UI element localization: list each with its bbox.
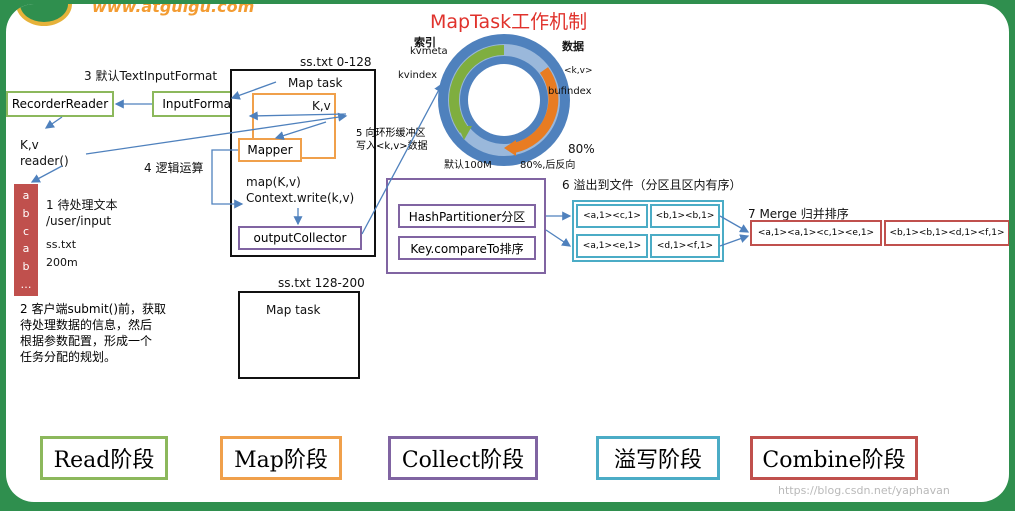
step2-line: 任务分配的规划。 bbox=[20, 350, 117, 364]
map-task2-box bbox=[238, 291, 360, 379]
input-format-label: InputFormat bbox=[162, 97, 236, 111]
output-collector-label: outputCollector bbox=[253, 231, 347, 245]
ring-default-size: 默认100M bbox=[444, 160, 492, 171]
flow-arrows bbox=[30, 81, 750, 247]
step3-label: 3 默认TextInputFormat bbox=[84, 69, 218, 83]
kv-inner-label: K,v bbox=[312, 99, 331, 113]
step2-line: 待处理数据的信息，然后 bbox=[20, 318, 153, 332]
step4-label: 4 逻辑运算 bbox=[144, 161, 204, 175]
watermark: https://blog.csdn.net/yaphavan bbox=[778, 484, 950, 497]
spill-cell-text: <d,1><f,1> bbox=[656, 241, 714, 251]
map-call-label: map(K,v) bbox=[246, 175, 301, 189]
partitioner-label: HashPartitioner分区 bbox=[408, 209, 526, 224]
partitioner-box: HashPartitioner分区 bbox=[398, 204, 536, 228]
merged-cell: <a,1><a,1><c,1><e,1> bbox=[750, 220, 882, 246]
merged-cell-text: <b,1><b,1><d,1><f,1> bbox=[889, 228, 1005, 238]
stage-map-label: Map阶段 bbox=[234, 448, 328, 473]
step1-path: /user/input bbox=[46, 214, 112, 228]
ring-data-label: 数据 bbox=[562, 40, 584, 53]
ring-percent: 80% bbox=[568, 142, 595, 156]
input-cell: c bbox=[22, 224, 30, 238]
context-write-label: Context.write(k,v) bbox=[246, 191, 355, 205]
mapper-box: Mapper bbox=[238, 138, 302, 162]
step2-text: 2 客户端submit()前，获取 待处理数据的信息，然后 根据参数配置，形成一… bbox=[20, 301, 166, 365]
stage-collect-label: Collect阶段 bbox=[401, 448, 525, 473]
step2-line: 2 客户端submit()前，获取 bbox=[20, 302, 167, 316]
step7-label: 7 Merge 归并排序 bbox=[748, 207, 849, 221]
mapper-label: Mapper bbox=[247, 143, 293, 157]
spill-cell: <d,1><f,1> bbox=[650, 234, 720, 258]
spill-cell-text: <a,1><c,1> bbox=[583, 211, 641, 221]
ring-buffer-diagram bbox=[438, 34, 570, 166]
reader-label: reader() bbox=[20, 154, 69, 168]
merged-cell: <b,1><b,1><d,1><f,1> bbox=[884, 220, 1009, 246]
step1-file: ss.txt bbox=[46, 238, 77, 251]
recorder-reader-label: RecorderReader bbox=[11, 97, 109, 111]
stage-spill: 溢写阶段 bbox=[596, 436, 720, 480]
recorder-reader-box: RecorderReader bbox=[6, 91, 114, 117]
input-cell: b bbox=[22, 206, 30, 220]
step5-line: 5 向环形缓冲区 bbox=[356, 128, 426, 139]
ring-bufindex: bufindex bbox=[548, 86, 592, 97]
ring-kv: <k,v> bbox=[564, 66, 593, 76]
spill-cell: <b,1><b,1> bbox=[650, 204, 720, 228]
stage-read: Read阶段 bbox=[40, 436, 168, 480]
ring-index-label: 索引 bbox=[414, 36, 436, 49]
stage-read-label: Read阶段 bbox=[53, 448, 155, 473]
merged-cell-text: <a,1><a,1><c,1><e,1> bbox=[757, 228, 875, 238]
split2-label: ss.txt 128-200 bbox=[278, 276, 365, 290]
slide: www.atguigu.com MapTask工作机制 索引 kvmeta kv… bbox=[6, 4, 1009, 502]
map-task2-label: Map task bbox=[266, 303, 321, 317]
input-cell: a bbox=[22, 188, 30, 202]
stage-spill-label: 溢写阶段 bbox=[613, 448, 702, 473]
input-cell: a bbox=[22, 242, 30, 256]
spill-cell: <a,1><c,1> bbox=[576, 204, 648, 228]
split1-label: ss.txt 0-128 bbox=[300, 55, 372, 69]
map-task-label: Map task bbox=[288, 76, 343, 90]
input-cell: b bbox=[22, 260, 30, 274]
ring-reverse-note: 80%,后反向 bbox=[520, 160, 576, 171]
stage-combine-label: Combine阶段 bbox=[762, 448, 906, 473]
step5-line: 写入<k,v>数据 bbox=[356, 141, 428, 152]
compare-label: Key.compareTo排序 bbox=[410, 241, 524, 256]
ring-kvindex: kvindex bbox=[398, 70, 438, 81]
step1-label: 1 待处理文本 bbox=[46, 198, 118, 212]
step1-size: 200m bbox=[46, 256, 78, 269]
spill-cell-text: <a,1><e,1> bbox=[582, 241, 642, 251]
spill-cell-text: <b,1><b,1> bbox=[655, 211, 715, 221]
step6-label: 6 溢出到文件（分区且区内有序） bbox=[562, 178, 742, 192]
stage-collect: Collect阶段 bbox=[388, 436, 538, 480]
page-title: MapTask工作机制 bbox=[430, 11, 588, 33]
step5-text: 5 向环形缓冲区 写入<k,v>数据 bbox=[356, 127, 428, 153]
stage-map: Map阶段 bbox=[220, 436, 342, 480]
stage-combine: Combine阶段 bbox=[750, 436, 918, 480]
ring-kvmeta: kvmeta bbox=[410, 46, 448, 57]
brand-url: www.atguigu.com bbox=[92, 4, 255, 16]
output-collector-box: outputCollector bbox=[238, 226, 362, 250]
step2-line: 根据参数配置，形成一个 bbox=[20, 334, 153, 348]
spill-cell: <a,1><e,1> bbox=[576, 234, 648, 258]
input-data-column: a b c a b … bbox=[14, 184, 38, 296]
compare-box: Key.compareTo排序 bbox=[398, 236, 536, 260]
kv-label: K,v bbox=[20, 138, 39, 152]
input-cell: … bbox=[20, 278, 32, 292]
